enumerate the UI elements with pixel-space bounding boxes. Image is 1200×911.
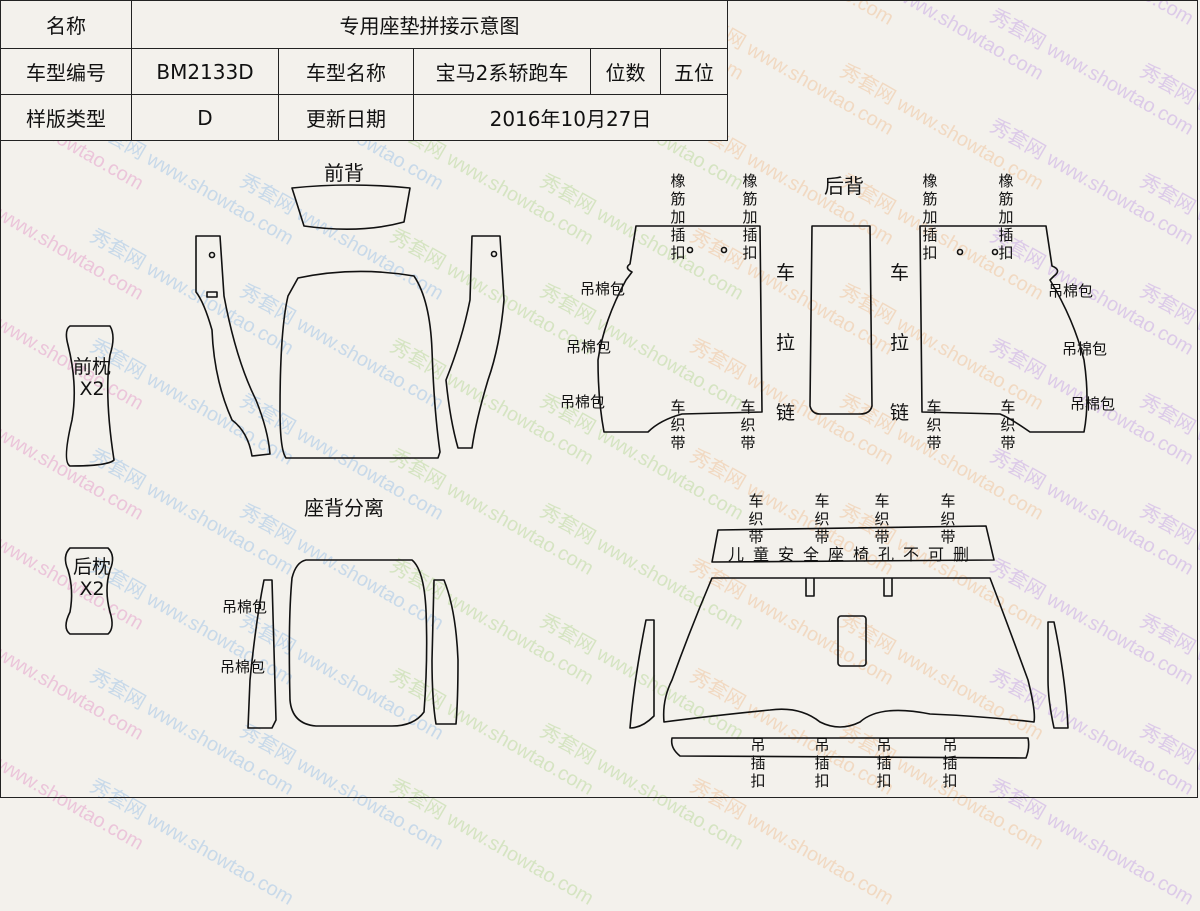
page-frame bbox=[0, 0, 1198, 798]
